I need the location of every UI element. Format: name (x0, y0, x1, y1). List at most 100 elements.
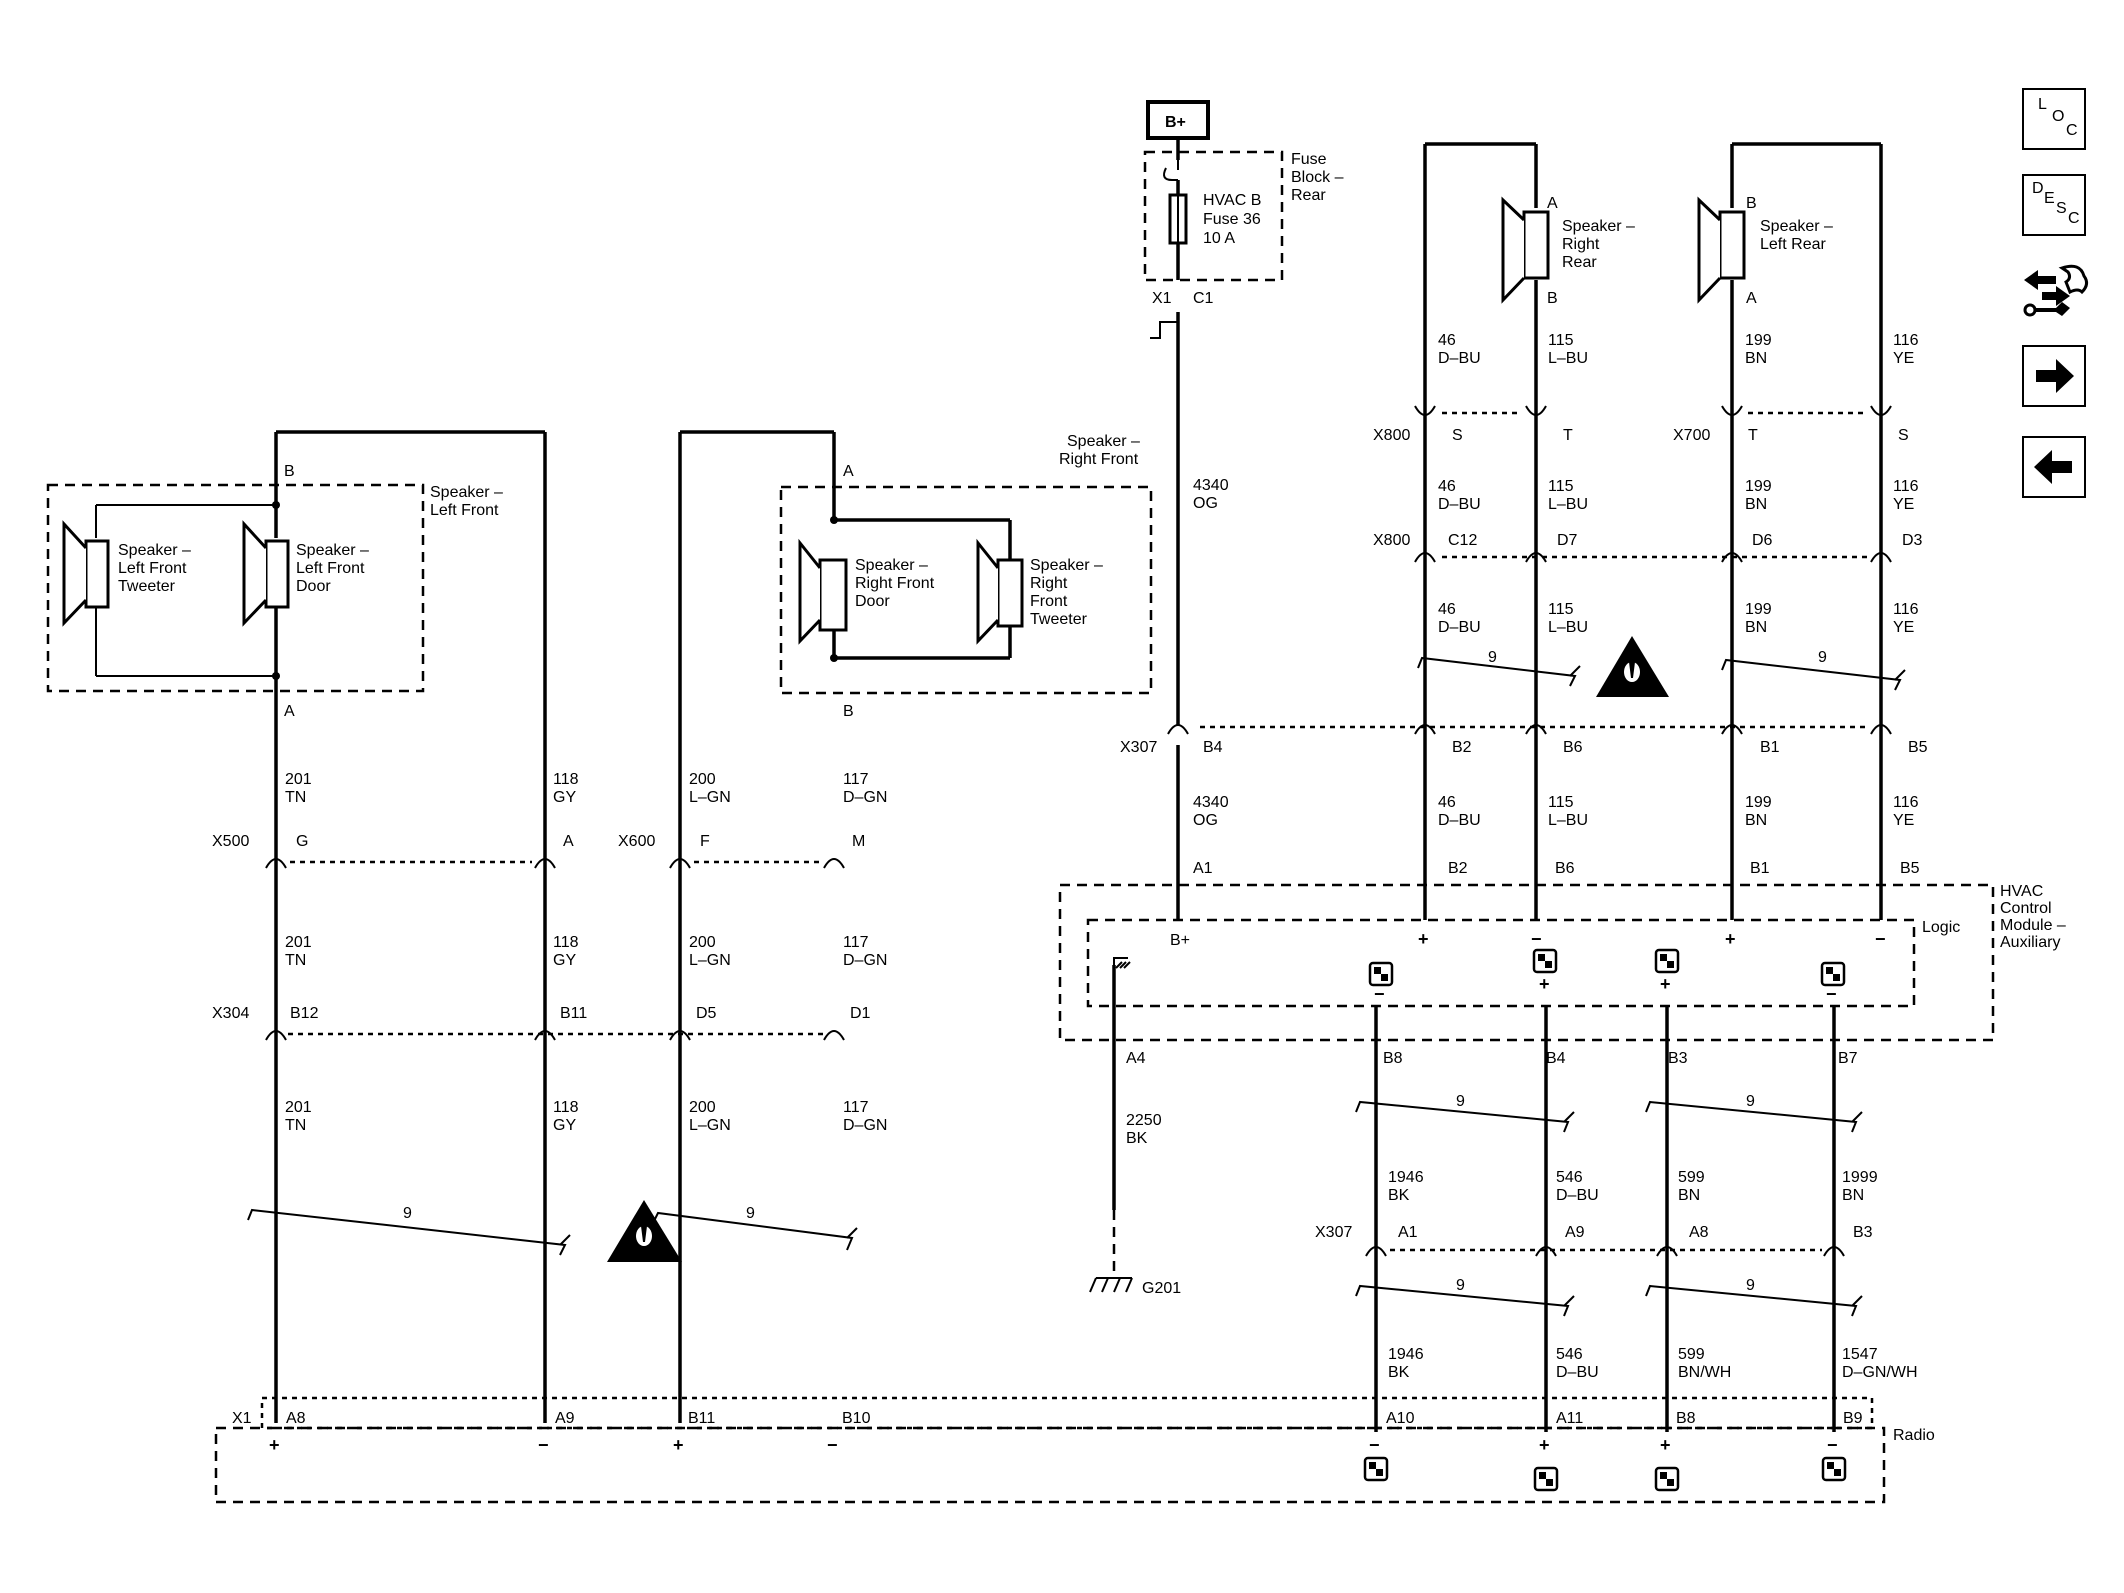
svg-text:YE: YE (1893, 350, 1914, 367)
svg-text:L–GN: L–GN (689, 1117, 731, 1134)
svg-text:M: M (852, 833, 865, 850)
svg-text:D–BU: D–BU (1438, 812, 1481, 829)
svg-text:9: 9 (1488, 649, 1497, 666)
svg-text:Speaker –: Speaker – (1562, 218, 1635, 235)
svg-text:200: 200 (689, 1099, 716, 1116)
left-front-tweeter-speaker-icon (62, 520, 110, 627)
radio-amplifier-icons (1363, 1456, 1847, 1492)
svg-text:B12: B12 (290, 1005, 319, 1022)
svg-text:199: 199 (1745, 601, 1772, 618)
svg-text:B9: B9 (1843, 1410, 1863, 1427)
svg-text:D–GN: D–GN (843, 789, 887, 806)
svg-text:116: 116 (1893, 332, 1919, 349)
svg-text:B: B (843, 703, 854, 720)
svg-text:Speaker –: Speaker – (855, 557, 928, 574)
svg-text:B+: B+ (1170, 932, 1190, 949)
svg-text:117: 117 (843, 1099, 869, 1116)
svg-text:Speaker –: Speaker – (1030, 557, 1103, 574)
svg-text:BN: BN (1745, 812, 1767, 829)
svg-text:10 A: 10 A (1203, 230, 1235, 247)
x800-second-connector-arcs (1414, 552, 1892, 563)
battery-label: B+ (1165, 114, 1186, 131)
svg-text:46: 46 (1438, 794, 1456, 811)
svg-text:9: 9 (1746, 1277, 1755, 1294)
svg-text:201: 201 (285, 771, 312, 788)
svg-text:Rear: Rear (1562, 254, 1597, 271)
svg-text:9: 9 (746, 1205, 755, 1222)
svg-text:OG: OG (1193, 495, 1218, 512)
previous-page-button[interactable] (2022, 436, 2086, 498)
svg-text:D6: D6 (1752, 532, 1773, 549)
svg-text:Right: Right (1030, 575, 1068, 592)
next-page-button[interactable] (2022, 345, 2086, 407)
svg-text:D–BU: D–BU (1438, 350, 1481, 367)
svg-text:D–BU: D–BU (1556, 1364, 1599, 1381)
svg-text:46: 46 (1438, 332, 1456, 349)
svg-text:S: S (1898, 427, 1909, 444)
svg-text:Radio: Radio (1893, 1427, 1935, 1444)
repair-tools-icon[interactable] (2022, 258, 2092, 324)
svg-text:A: A (843, 463, 854, 480)
svg-text:46: 46 (1438, 601, 1456, 618)
svg-text:Control: Control (2000, 900, 2052, 917)
svg-text:+: + (673, 1435, 684, 1455)
svg-text:A9: A9 (1565, 1224, 1585, 1241)
svg-text:TN: TN (285, 789, 306, 806)
wrench-arrows-icon (2023, 264, 2089, 317)
svg-text:G201: G201 (1142, 1280, 1181, 1297)
warning-icon (1596, 636, 1669, 697)
svg-text:Auxiliary: Auxiliary (2000, 934, 2060, 951)
svg-text:Speaker –: Speaker – (296, 542, 369, 559)
svg-text:546: 546 (1556, 1169, 1583, 1186)
svg-text:B1: B1 (1760, 739, 1780, 756)
rear-speaker-section: A B Speaker – Right Rear B A Speaker – L… (1167, 142, 1928, 920)
svg-text:201: 201 (285, 934, 312, 951)
svg-text:X600: X600 (618, 833, 655, 850)
svg-text:599: 599 (1678, 1169, 1705, 1186)
svg-text:9: 9 (1456, 1277, 1465, 1294)
svg-text:546: 546 (1556, 1346, 1583, 1363)
svg-text:115: 115 (1548, 794, 1574, 811)
power-section: B+ Fuse Block – Rear HVAC B Fuse 36 10 A… (1120, 100, 1344, 949)
left-rear-speaker-icon (1697, 196, 1746, 304)
svg-text:Logic: Logic (1922, 919, 1960, 936)
svg-text:9: 9 (1456, 1093, 1465, 1110)
svg-text:BN: BN (1842, 1187, 1864, 1204)
svg-text:599: 599 (1678, 1346, 1705, 1363)
svg-text:B8: B8 (1383, 1050, 1403, 1067)
svg-text:B3: B3 (1853, 1224, 1873, 1241)
ground-icon (1089, 1277, 1133, 1293)
fuse-pin-label: C1 (1193, 290, 1214, 307)
svg-text:GY: GY (553, 1117, 576, 1134)
svg-text:TN: TN (285, 952, 306, 969)
svg-text:BK: BK (1388, 1364, 1410, 1381)
svg-text:BK: BK (1126, 1130, 1148, 1147)
svg-text:B7: B7 (1838, 1050, 1858, 1067)
svg-text:D–BU: D–BU (1438, 496, 1481, 513)
svg-text:199: 199 (1745, 332, 1772, 349)
svg-text:Speaker –: Speaker – (118, 542, 191, 559)
svg-text:TN: TN (285, 1117, 306, 1134)
svg-text:116: 116 (1893, 601, 1919, 618)
svg-text:B10: B10 (842, 1410, 871, 1427)
svg-text:A: A (1547, 195, 1558, 212)
location-button[interactable]: L O C (2022, 88, 2086, 150)
svg-text:+: + (1660, 1435, 1671, 1455)
svg-text:D–BU: D–BU (1438, 619, 1481, 636)
svg-text:A1: A1 (1398, 1224, 1418, 1241)
svg-text:BN: BN (1745, 619, 1767, 636)
svg-text:YE: YE (1893, 496, 1914, 513)
svg-text:D3: D3 (1902, 532, 1923, 549)
svg-text:X700: X700 (1673, 427, 1710, 444)
svg-text:B5: B5 (1908, 739, 1928, 756)
svg-text:+: + (1418, 929, 1429, 949)
svg-text:GY: GY (553, 789, 576, 806)
svg-text:BN/WH: BN/WH (1678, 1364, 1731, 1381)
description-button[interactable]: D E S C (2022, 174, 2086, 236)
svg-text:+: + (1539, 974, 1550, 994)
x307-bottom-connector-arcs (1365, 1246, 1845, 1257)
svg-text:B6: B6 (1563, 739, 1583, 756)
svg-text:118: 118 (553, 771, 579, 788)
svg-text:L–GN: L–GN (689, 789, 731, 806)
